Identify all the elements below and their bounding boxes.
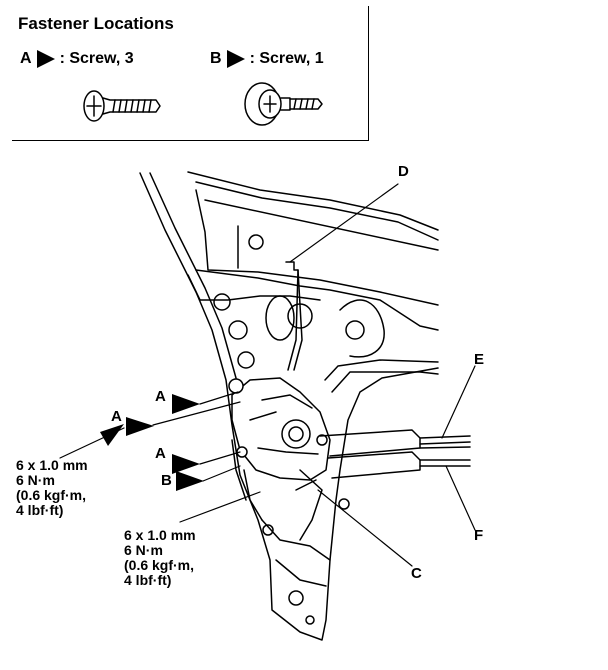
screw-a-icon (83, 90, 161, 122)
callout-a-top: A (155, 388, 166, 405)
torque-left-nm: 6 N·m (16, 472, 55, 488)
leader-lines (59, 183, 476, 567)
legend-item-b: B : Screw, 1 (210, 50, 324, 68)
callout-c: C (411, 565, 422, 582)
torque-bottom-size: 6 x 1.0 mm (124, 527, 196, 543)
screw-b-icon (244, 82, 323, 126)
callout-arrows (100, 394, 204, 491)
arrow-head-small-icon (100, 424, 124, 446)
callout-a-left: A (111, 408, 122, 425)
arrow-a-top-icon (172, 394, 200, 414)
callout-e: E (474, 351, 485, 368)
torque-left-kgf: (0.6 kgf·m, (16, 487, 87, 503)
legend-item-a: A : Screw, 3 (20, 50, 134, 68)
pointer-arrow-icon (226, 50, 245, 68)
callout-d: D (398, 163, 409, 180)
pointer-arrow-icon (36, 50, 55, 68)
callout-a-mid: A (155, 445, 166, 462)
callout-f: F (474, 527, 484, 544)
legend-letter-b: B (210, 50, 222, 67)
torque-left-lbf: 4 lbf·ft) (16, 502, 64, 518)
legend-letter-a: A (20, 50, 32, 67)
callout-b: B (161, 472, 172, 489)
legend-title: Fastener Locations (18, 14, 174, 33)
legend-desc-a: : Screw, 3 (59, 50, 134, 67)
regulator-mechanism (228, 261, 471, 541)
fastener-legend-box (12, 6, 369, 141)
torque-left-size: 6 x 1.0 mm (16, 457, 88, 473)
legend-desc-b: : Screw, 1 (249, 50, 324, 67)
arrow-a-mid-icon (172, 454, 200, 474)
arrow-b-icon (176, 471, 204, 491)
torque-bottom-lbf: 4 lbf·ft) (124, 572, 172, 588)
torque-spec-bottom: 6 x 1.0 mm 6 N·m (0.6 kgf·m, 4 lbf·ft) (124, 528, 196, 588)
torque-bottom-nm: 6 N·m (124, 542, 163, 558)
arrow-a-left-icon (126, 417, 154, 436)
torque-bottom-kgf: (0.6 kgf·m, (124, 557, 195, 573)
torque-spec-left: 6 x 1.0 mm 6 N·m (0.6 kgf·m, 4 lbf·ft) (16, 458, 88, 518)
